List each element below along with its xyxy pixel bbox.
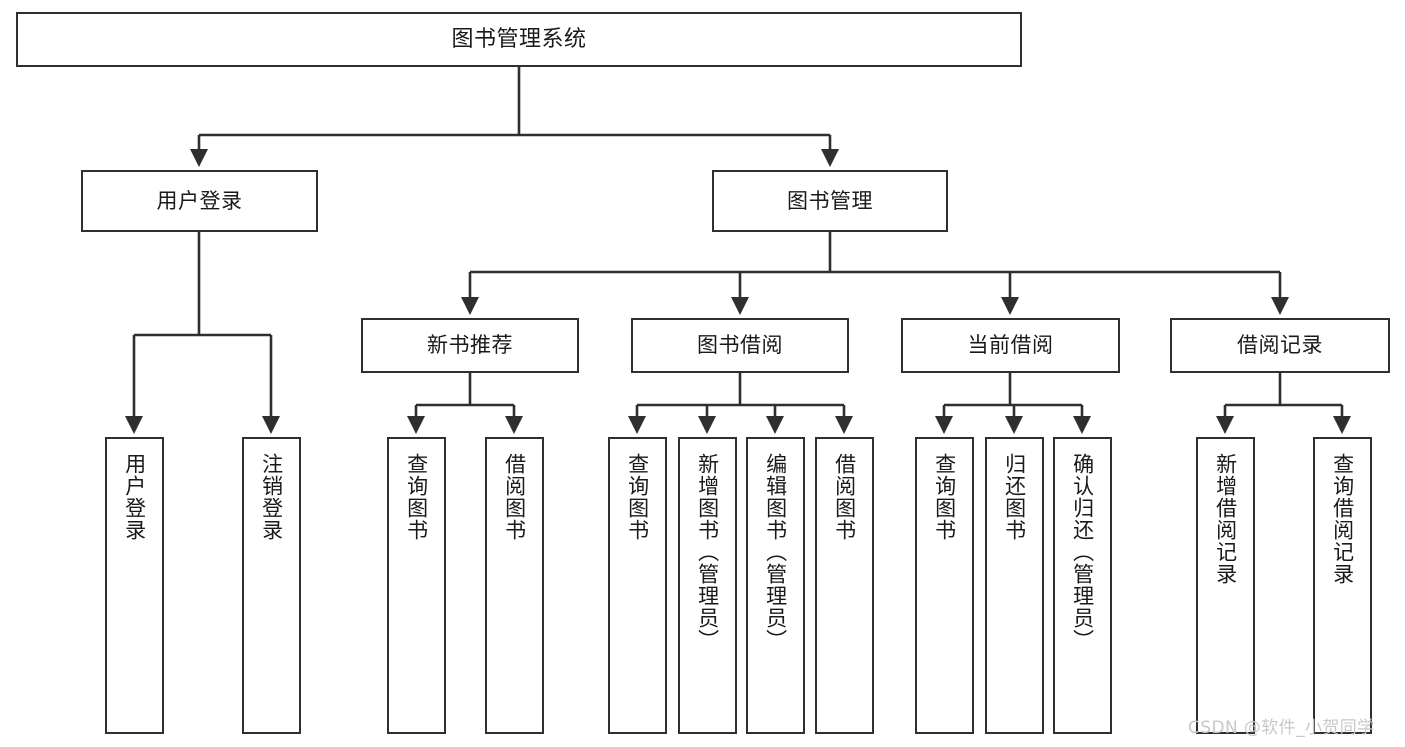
leaf-borrow-book-2[interactable]: 借阅图书 <box>815 437 874 734</box>
leaf-query-book-1[interactable]: 查询图书 <box>387 437 446 734</box>
leaf-query-book-3-label: 查询图书 <box>932 453 957 541</box>
node-book-management-label: 图书管理 <box>787 188 873 213</box>
leaf-query-book-2-label: 查询图书 <box>625 453 650 541</box>
leaf-user-logout[interactable]: 注销登录 <box>242 437 301 734</box>
node-book-borrow[interactable]: 图书借阅 <box>631 318 849 373</box>
leaf-edit-book-label: 编辑图书（管理员） <box>763 453 788 651</box>
leaf-borrow-book-1-label: 借阅图书 <box>502 453 527 541</box>
leaf-query-book-1-label: 查询图书 <box>404 453 429 541</box>
leaf-query-record-label: 查询借阅记录 <box>1330 453 1355 585</box>
node-borrow-record-label: 借阅记录 <box>1237 333 1323 358</box>
leaf-return-book[interactable]: 归还图书 <box>985 437 1044 734</box>
leaf-query-book-2[interactable]: 查询图书 <box>608 437 667 734</box>
leaf-borrow-book-1[interactable]: 借阅图书 <box>485 437 544 734</box>
node-new-book-recommend-label: 新书推荐 <box>427 333 513 358</box>
node-user-login[interactable]: 用户登录 <box>81 170 318 232</box>
leaf-query-book-3[interactable]: 查询图书 <box>915 437 974 734</box>
node-root[interactable]: 图书管理系统 <box>16 12 1022 67</box>
node-user-login-label: 用户登录 <box>156 188 243 213</box>
leaf-edit-book[interactable]: 编辑图书（管理员） <box>746 437 805 734</box>
leaf-add-book-label: 新增图书（管理员） <box>695 453 720 651</box>
leaf-add-book[interactable]: 新增图书（管理员） <box>678 437 737 734</box>
node-new-book-recommend[interactable]: 新书推荐 <box>361 318 579 373</box>
leaf-add-record[interactable]: 新增借阅记录 <box>1196 437 1255 734</box>
leaf-user-logout-label: 注销登录 <box>259 453 284 541</box>
leaf-confirm-return-label: 确认归还（管理员） <box>1070 453 1095 651</box>
node-current-borrow-label: 当前借阅 <box>967 333 1054 358</box>
node-current-borrow[interactable]: 当前借阅 <box>901 318 1120 373</box>
watermark: CSDN @软件_小贺同学 <box>1188 718 1375 738</box>
leaf-user-login-label: 用户登录 <box>122 453 147 541</box>
node-borrow-record[interactable]: 借阅记录 <box>1170 318 1390 373</box>
node-book-borrow-label: 图书借阅 <box>697 333 783 358</box>
leaf-return-book-label: 归还图书 <box>1002 453 1027 541</box>
leaf-user-login[interactable]: 用户登录 <box>105 437 164 734</box>
leaf-confirm-return[interactable]: 确认归还（管理员） <box>1053 437 1112 734</box>
leaf-query-record[interactable]: 查询借阅记录 <box>1313 437 1372 734</box>
node-root-label: 图书管理系统 <box>451 26 587 52</box>
node-book-management[interactable]: 图书管理 <box>712 170 948 232</box>
leaf-add-record-label: 新增借阅记录 <box>1213 453 1238 585</box>
leaf-borrow-book-2-label: 借阅图书 <box>832 453 857 541</box>
